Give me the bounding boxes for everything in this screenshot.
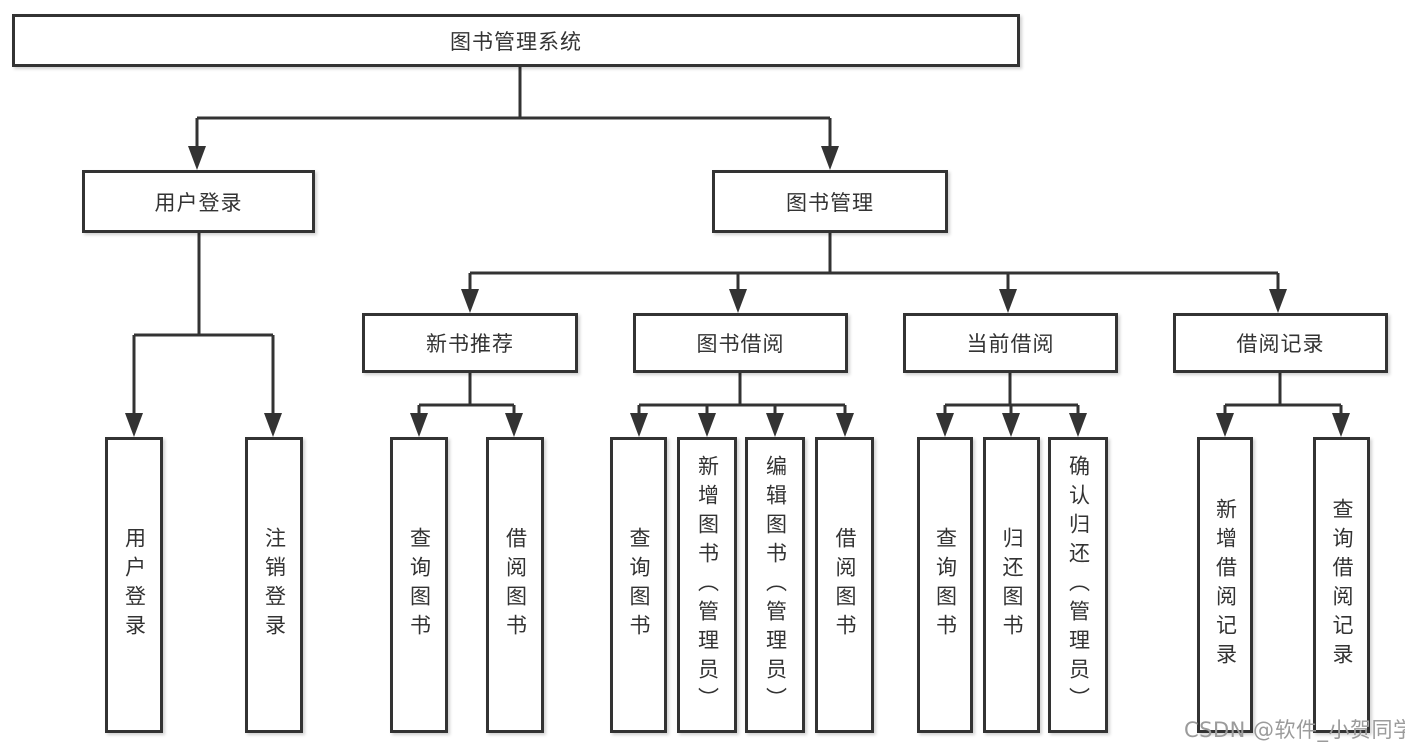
leaf-user-login: 用户登录 <box>105 437 163 733</box>
leaf-borrow-books-recommend: 借阅图书 <box>486 437 544 733</box>
node-borrow-records: 借阅记录 <box>1173 313 1388 373</box>
leaf-query-borrow-record: 查询借阅记录 <box>1313 437 1370 733</box>
leaf-borrow-books: 借阅图书 <box>815 437 874 733</box>
leaf-edit-books-admin: 编辑图书（管理员） <box>745 437 805 733</box>
leaf-query-books-current: 查询图书 <box>917 437 973 733</box>
node-current-borrow: 当前借阅 <box>903 313 1118 373</box>
node-book-borrow: 图书借阅 <box>633 313 848 373</box>
leaf-confirm-return-admin: 确认归还（管理员） <box>1048 437 1108 733</box>
node-library-system: 图书管理系统 <box>12 14 1020 67</box>
leaf-query-books-recommend: 查询图书 <box>390 437 448 733</box>
node-new-book-recommend: 新书推荐 <box>362 313 578 373</box>
arrowheads <box>125 146 1350 437</box>
leaf-return-books: 归还图书 <box>983 437 1040 733</box>
node-book-management: 图书管理 <box>712 170 948 233</box>
csdn-watermark: CSDN @软件_小贺同学 <box>1184 718 1405 742</box>
leaf-logout: 注销登录 <box>245 437 303 733</box>
node-user-login: 用户登录 <box>82 170 315 233</box>
leaf-add-borrow-record: 新增借阅记录 <box>1197 437 1253 733</box>
leaf-add-books-admin: 新增图书（管理员） <box>677 437 737 733</box>
leaf-query-books-borrow: 查询图书 <box>610 437 667 733</box>
